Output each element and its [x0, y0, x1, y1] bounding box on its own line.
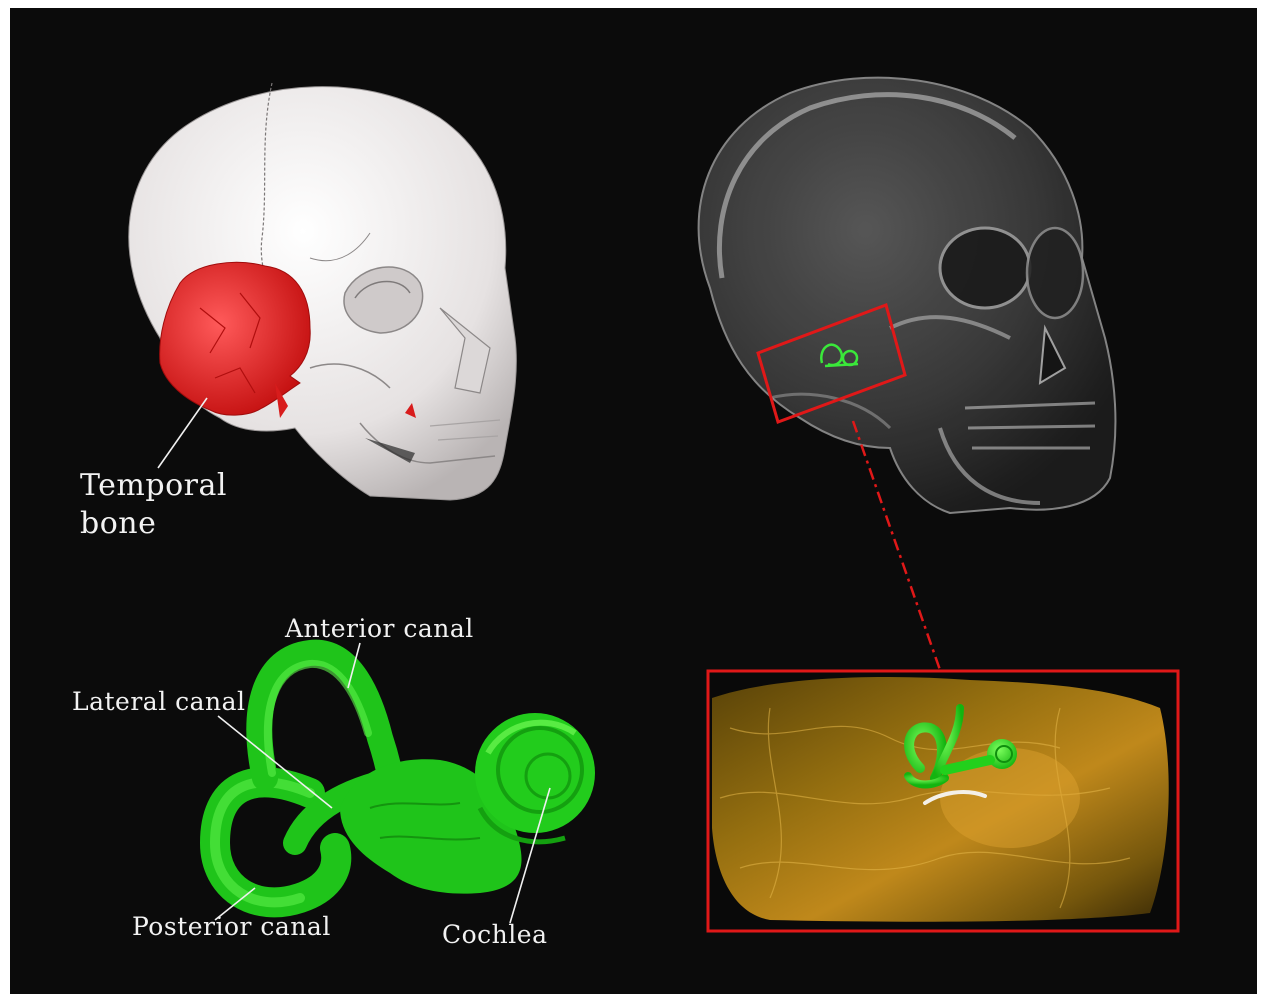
- inner-ear-model: [215, 653, 595, 903]
- label-temporal-bone-line2: bone: [80, 505, 156, 543]
- xray-skull: [699, 78, 1116, 513]
- skull-model: [129, 83, 517, 500]
- label-anterior-canal: Anterior canal: [285, 614, 474, 644]
- label-posterior-canal: Posterior canal: [132, 912, 331, 942]
- ct-volume-inset: [708, 671, 1178, 931]
- temporal-bone-leader: [158, 398, 207, 468]
- label-lateral-canal: Lateral canal: [72, 687, 246, 717]
- label-cochlea: Cochlea: [442, 920, 547, 950]
- label-temporal-bone-line1: Temporal: [80, 467, 227, 505]
- figure-panel: Temporal bone Anterior canal Lateral can…: [10, 8, 1257, 994]
